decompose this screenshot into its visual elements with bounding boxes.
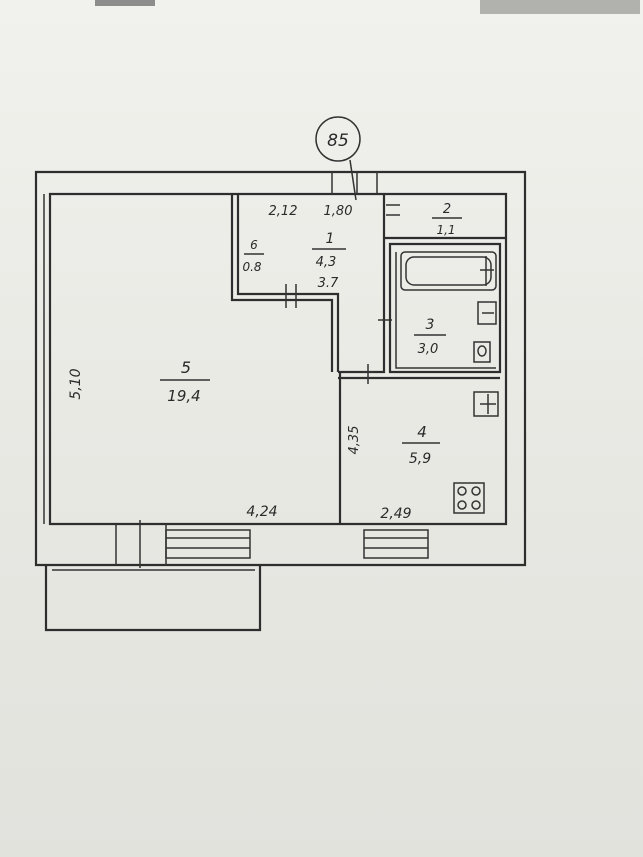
room-6-area: 0.8 bbox=[242, 260, 261, 274]
room-1-wall-inner bbox=[236, 194, 340, 372]
dim-kitchen-bottom: 2,49 bbox=[380, 506, 411, 522]
dim-corridor-top-b: 1,80 bbox=[324, 204, 353, 219]
room-4-id: 4 bbox=[417, 423, 427, 441]
plan-number: 85 bbox=[327, 131, 349, 151]
room-1-id: 1 bbox=[326, 231, 335, 247]
corridor-wall bbox=[338, 194, 386, 374]
room-5-area: 19,4 bbox=[167, 387, 200, 405]
scan-artifact bbox=[480, 0, 640, 14]
dim-corridor-top-a: 2,12 bbox=[269, 204, 298, 219]
balcony bbox=[44, 565, 262, 632]
room-4-area: 5,9 bbox=[409, 451, 431, 467]
room-3-area: 3,0 bbox=[418, 342, 439, 357]
room-5-id: 5 bbox=[181, 358, 191, 377]
toilet bbox=[473, 341, 491, 363]
room-2-id: 2 bbox=[443, 202, 451, 217]
room-3-inner bbox=[395, 252, 496, 369]
stove-burner bbox=[471, 486, 481, 496]
inner-wall bbox=[48, 192, 508, 526]
room-1-wall bbox=[230, 194, 334, 372]
dim-bottom-left: 4,24 bbox=[246, 504, 277, 520]
room-3-wall bbox=[388, 242, 502, 374]
window-frame bbox=[165, 529, 251, 559]
room-2-area: 1,1 bbox=[436, 223, 455, 237]
dim-kitchen-left: 4,35 bbox=[347, 426, 362, 455]
kitchen-sink bbox=[473, 391, 499, 417]
bathtub-inner bbox=[405, 256, 492, 286]
plan-number-leader bbox=[349, 159, 357, 201]
stove bbox=[453, 482, 485, 514]
dim-left-wall: 5,10 bbox=[68, 368, 84, 399]
scan-artifact bbox=[95, 0, 155, 6]
toilet-bowl bbox=[477, 345, 487, 357]
room-1-area: 4,3 bbox=[316, 255, 337, 270]
sink bbox=[477, 301, 497, 325]
room-6-id: 6 bbox=[250, 238, 258, 252]
stove-burner bbox=[471, 500, 481, 510]
bathtub bbox=[400, 251, 497, 291]
outer-wall bbox=[34, 170, 527, 567]
plan-number-circle bbox=[315, 116, 361, 162]
window-frame bbox=[363, 529, 429, 559]
room-3-id: 3 bbox=[426, 317, 435, 333]
room-1-extra: 3.7 bbox=[318, 276, 339, 291]
stove-burner bbox=[457, 486, 467, 496]
stove-burner bbox=[457, 500, 467, 510]
